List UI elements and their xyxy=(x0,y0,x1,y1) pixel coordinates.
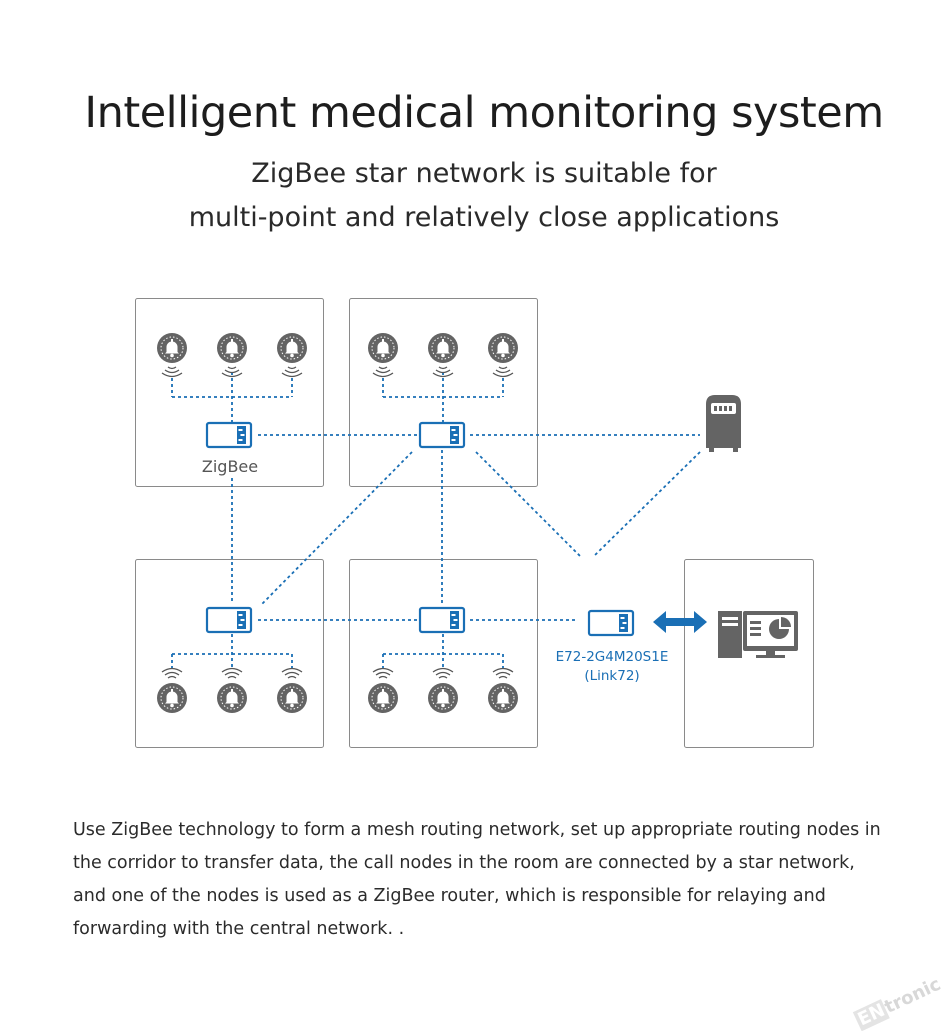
zigbee-label: ZigBee xyxy=(202,457,258,476)
subtitle-line-2: multi-point and relatively close applica… xyxy=(188,202,780,233)
module-label-line-1: E72-2G4M20S1E xyxy=(556,649,669,665)
module-label-line-2: (Link72) xyxy=(584,668,639,684)
computer-icon xyxy=(718,611,798,658)
gateway-module-icon xyxy=(587,609,635,637)
page-title: Intelligent medical monitoring system xyxy=(84,88,884,138)
room-panel-bottom-left xyxy=(135,559,324,748)
network-links xyxy=(171,372,701,670)
zigbee-module-icon-top-middle xyxy=(418,421,466,449)
subtitle-line-1: ZigBee star network is suitable for xyxy=(251,158,717,189)
zigbee-module-icon-top-left xyxy=(205,421,253,449)
description-paragraph: Use ZigBee technology to form a mesh rou… xyxy=(73,820,881,939)
zigbee-module-icon-bottom-middle xyxy=(418,606,466,634)
control-room-panel xyxy=(684,559,814,748)
zigbee-module-icon-bottom-left xyxy=(205,606,253,634)
monitor-device-icon xyxy=(706,395,741,452)
network-diagram: ZigBee E72-2G4M20S1E (Link72) xyxy=(135,298,814,748)
bidirectional-arrow-icon xyxy=(653,611,707,633)
watermark-logo: ENtronic xyxy=(852,973,945,1031)
